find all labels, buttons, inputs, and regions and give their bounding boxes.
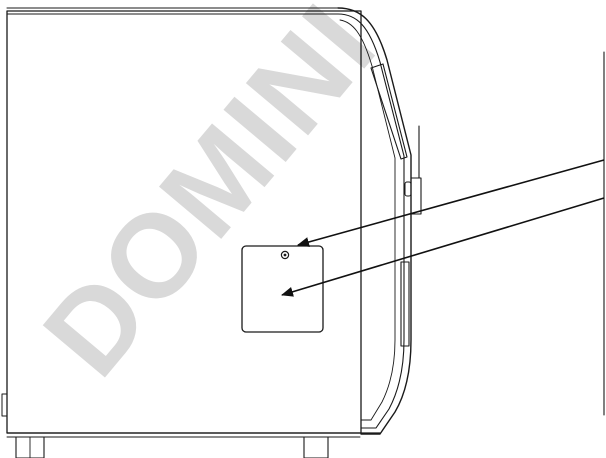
door-handle-upper bbox=[370, 63, 408, 160]
screw-icon bbox=[280, 250, 290, 260]
door-outer-profile bbox=[337, 7, 412, 435]
door-latch-bracket bbox=[410, 177, 422, 215]
door-middle-profile bbox=[337, 13, 405, 429]
door-handle-lower bbox=[400, 261, 410, 347]
callout-arrow-screw bbox=[297, 159, 605, 247]
access-panel bbox=[241, 245, 324, 333]
watermark: DOMINI bbox=[19, 0, 402, 400]
right-front-foot bbox=[303, 436, 329, 458]
latch-knob bbox=[404, 181, 412, 197]
watermark-text: DOMINI bbox=[19, 0, 402, 400]
door-inner-profile bbox=[339, 19, 396, 421]
callout-arrow-panel bbox=[281, 197, 605, 297]
rear-connector bbox=[1, 393, 8, 417]
machine-outline bbox=[1, 7, 605, 458]
